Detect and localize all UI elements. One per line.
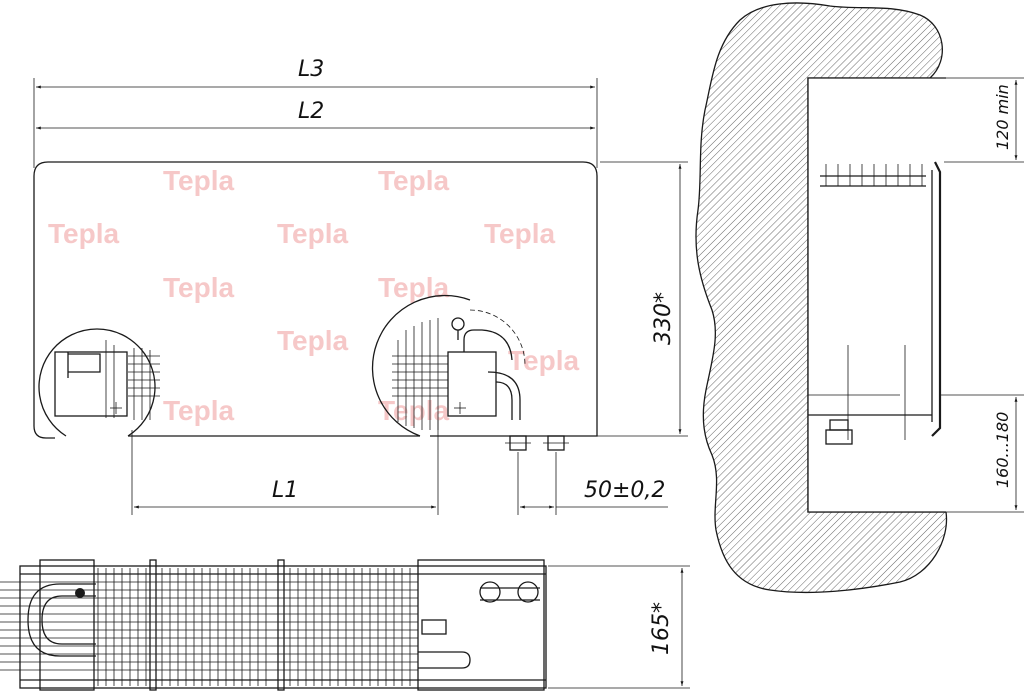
housing-outline xyxy=(33,161,598,439)
heat-exchanger-fins xyxy=(97,568,411,686)
wall-and-floor-section xyxy=(695,2,948,594)
niche-outline xyxy=(807,77,946,513)
top-view-outline xyxy=(19,565,547,689)
front-view: L3 L2 xyxy=(33,57,688,515)
support-bar xyxy=(149,559,157,691)
bracket xyxy=(421,619,447,635)
label-pitch-50: 50±0,2 xyxy=(584,478,665,503)
pipe-outlet xyxy=(517,581,539,603)
watermark-text: Tepla xyxy=(277,218,348,249)
watermark-text: Tepla xyxy=(277,325,348,356)
connection-box xyxy=(54,351,128,417)
left-end-cap xyxy=(39,559,95,691)
watermark-text: Tepla xyxy=(378,165,449,196)
u-bend-outer xyxy=(27,583,96,657)
watermark-text: Tepla xyxy=(48,218,119,249)
watermark-text: Tepla xyxy=(163,165,234,196)
label-l3: L3 xyxy=(298,57,324,82)
detail-circle-dashed xyxy=(469,309,526,366)
label-depth-165: 165* xyxy=(649,602,674,655)
watermark-text: Tepla xyxy=(378,272,449,303)
detail-circle xyxy=(38,328,156,437)
watermark-text: Tepla xyxy=(163,395,234,426)
connection-box xyxy=(447,351,497,417)
label-gap-120: 120 min xyxy=(993,84,1012,150)
air-vent-plug xyxy=(75,588,85,598)
watermark-text: Tepla xyxy=(508,345,579,376)
left-detail-cutaway xyxy=(38,328,160,437)
section-view: 120 min 160...180 xyxy=(695,2,1024,594)
right-detail-cutaway xyxy=(371,294,526,437)
pipe-outlet xyxy=(479,581,501,603)
pipe-bend xyxy=(463,329,513,361)
watermark-text: Tepla xyxy=(484,218,555,249)
air-vent xyxy=(451,317,465,331)
label-gap-160-180: 160...180 xyxy=(993,412,1012,488)
u-bend-inner xyxy=(41,595,96,645)
label-height-330: 330* xyxy=(651,292,676,345)
section-pipe-nut xyxy=(825,429,853,445)
top-view: 165* xyxy=(0,559,690,691)
detail-circle xyxy=(371,294,471,437)
watermark-text: Tepla xyxy=(163,272,234,303)
support-bar xyxy=(277,559,285,691)
return-pipe xyxy=(418,651,471,669)
front-panel xyxy=(931,161,942,437)
right-end-cap xyxy=(417,559,545,691)
label-l1: L1 xyxy=(272,478,298,503)
label-l2: L2 xyxy=(298,99,324,124)
pipe-bend xyxy=(67,352,101,378)
supply-pipe xyxy=(487,371,521,420)
niche-cavity xyxy=(808,78,948,512)
